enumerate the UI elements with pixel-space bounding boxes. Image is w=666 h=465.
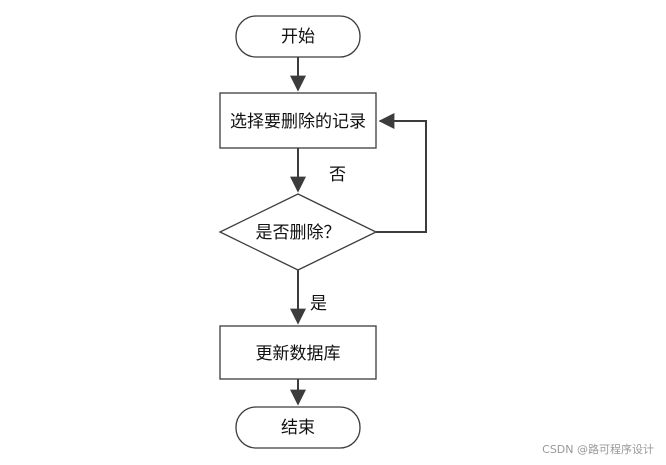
edge-label-yes: 是: [310, 294, 327, 314]
end-label: 结束: [281, 418, 315, 438]
select-record-label: 选择要删除的记录: [230, 112, 366, 132]
watermark-text: CSDN @路可程序设计: [542, 443, 654, 456]
loop-back-connector: [376, 113, 427, 233]
end-terminal: [235, 406, 361, 449]
update-database-label: 更新数据库: [256, 344, 341, 364]
update-database-box: [219, 325, 377, 380]
start-label: 开始: [281, 27, 315, 47]
decision-label: 是否删除？: [256, 223, 341, 243]
select-record-box: [219, 92, 377, 149]
edge-label-no: 否: [329, 165, 346, 185]
